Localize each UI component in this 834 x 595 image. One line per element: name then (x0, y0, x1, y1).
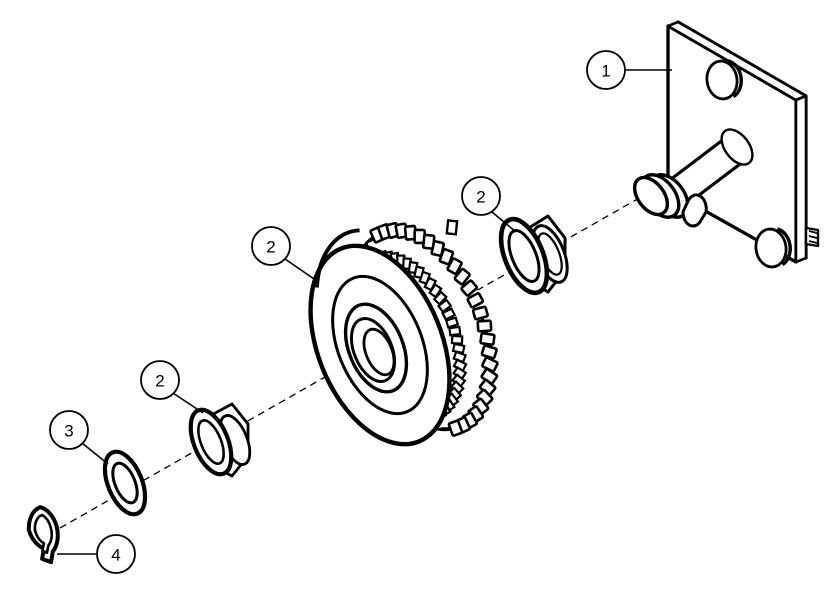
callout-balloon[interactable] (586, 50, 626, 90)
tone-ring-tooth (446, 257, 463, 276)
cooling-vane-slot (428, 283, 443, 299)
plate-right-edge (794, 94, 808, 264)
spindle-shaft (632, 128, 754, 228)
callout-number: 4 (111, 546, 120, 565)
tone-ring-tooth (466, 292, 485, 309)
callout-number: 1 (601, 62, 610, 81)
callout-thrust-washer[interactable]: 3 (49, 410, 109, 465)
tone-ring-tooth (479, 332, 496, 346)
callout-group: 1 2 2 2 3 4 (49, 50, 672, 574)
callout-leader-line (81, 442, 109, 465)
rotor-hub-bore-inner (362, 327, 396, 377)
flanged-bushing-outboard-part (188, 402, 252, 478)
cooling-vane-slot (432, 290, 448, 306)
callout-balloon[interactable] (96, 534, 136, 574)
tone-ring-tooth (471, 305, 489, 321)
callout-leader-line (172, 392, 204, 414)
callout-balloon[interactable] (251, 226, 291, 266)
cooling-vane-slot (450, 334, 464, 345)
callout-balloon[interactable] (49, 410, 89, 450)
callout-number: 2 (266, 238, 275, 257)
callout-flanged-bushing-outboard[interactable]: 2 (140, 360, 204, 414)
callout-number: 3 (64, 422, 73, 441)
cooling-vane-slot (448, 325, 462, 337)
callout-balloon[interactable] (461, 176, 501, 216)
tone-ring-tooth (460, 279, 479, 297)
callout-retaining-snap-ring[interactable]: 4 (57, 534, 136, 574)
flanged-bushing-inboard-part (498, 214, 569, 296)
callout-leader-line (491, 211, 517, 233)
callout-balloon[interactable] (140, 360, 180, 400)
tone-ring-teeth (369, 219, 499, 437)
retaining-snap-ring-part (26, 505, 60, 565)
tone-ring-tooth (438, 248, 455, 266)
snap-ring-inner (33, 513, 54, 555)
plate-edge-stud (804, 226, 820, 248)
callout-number: 2 (155, 372, 164, 391)
callout-number: 2 (476, 188, 485, 207)
mounting-plate-part (632, 20, 820, 269)
callout-vented-rotor-hub[interactable]: 2 (251, 226, 318, 282)
callout-mounting-plate[interactable]: 1 (586, 50, 672, 90)
cooling-vane-slot (441, 307, 457, 322)
thrust-washer-part (102, 449, 148, 517)
cooling-vane-slot (436, 298, 453, 314)
tone-ring-tooth (453, 267, 471, 286)
plate-bore-upper (705, 59, 743, 101)
cooling-vane-slot (444, 316, 460, 329)
tone-ring-tooth (480, 344, 498, 360)
tone-ring-tooth (476, 319, 493, 333)
vented-rotor-hub-part (308, 219, 499, 447)
tone-ring-tooth (447, 419, 464, 437)
callout-flanged-bushing-inboard[interactable]: 2 (461, 176, 517, 233)
callout-leader-line (284, 258, 318, 282)
plate-bore-lower (754, 227, 792, 269)
